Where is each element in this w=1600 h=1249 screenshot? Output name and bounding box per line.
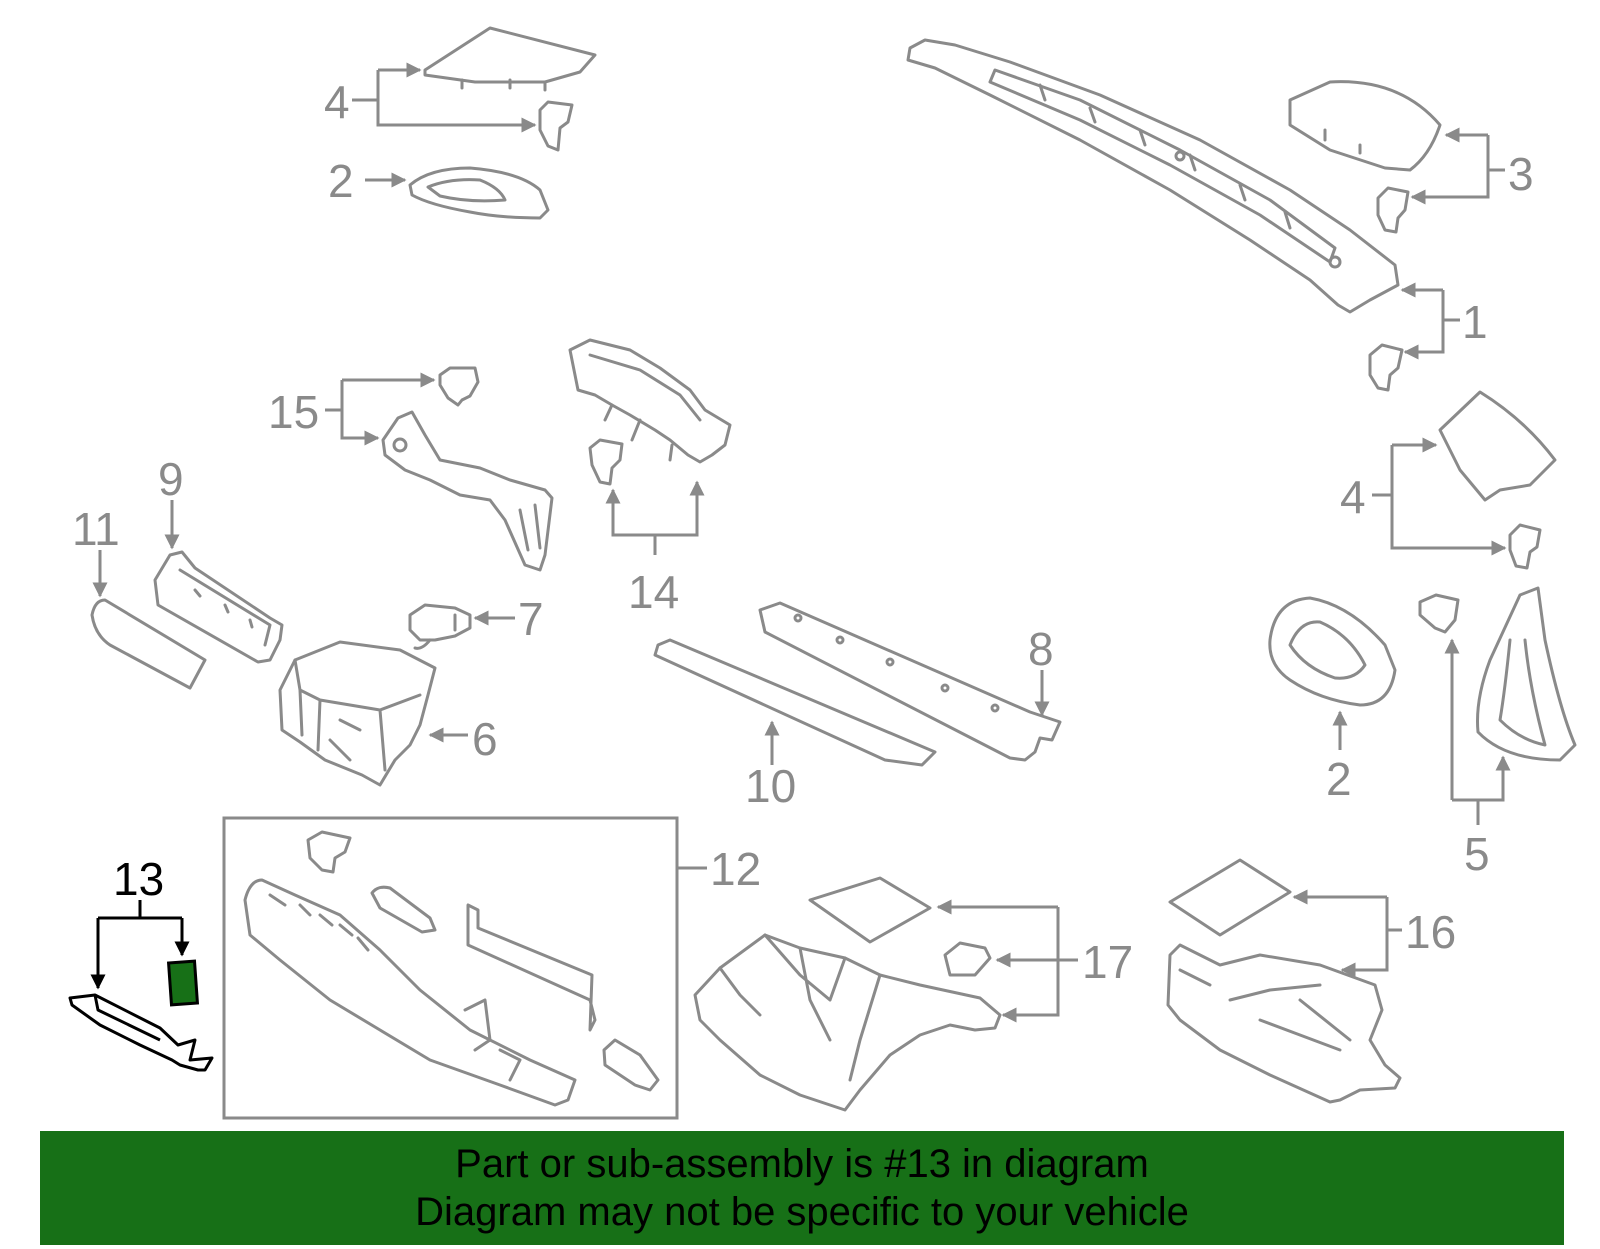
part-15-clip [438, 366, 480, 407]
leader-16 [1292, 889, 1402, 978]
label-10: 10 [745, 760, 796, 812]
label-16: 16 [1405, 906, 1456, 958]
label-17: 17 [1082, 936, 1133, 988]
part-1-clip [1368, 343, 1404, 392]
info-banner: Part or sub-assembly is #13 in diagram D… [40, 1131, 1564, 1245]
label-12: 12 [710, 843, 761, 895]
part-13-label-tag [166, 959, 200, 1007]
leader-13 [90, 900, 190, 990]
part-17-shield [693, 933, 1002, 1112]
label-5: 5 [1464, 828, 1490, 880]
part-2-side-vent [1268, 596, 1397, 707]
label-8: 8 [1028, 623, 1054, 675]
part-12-group-box [222, 816, 679, 1120]
leader-4-top [352, 62, 537, 133]
label-13: 13 [113, 853, 164, 905]
leader-15 [325, 372, 436, 446]
label-9: 9 [158, 453, 184, 505]
leader-3 [1410, 127, 1505, 205]
part-16-shield [1166, 943, 1402, 1104]
part-1-dash-rail [906, 38, 1400, 314]
part-16-pad [1168, 858, 1292, 937]
part-5-clip [1418, 593, 1460, 634]
label-4-right: 4 [1340, 471, 1366, 523]
part-5-pillar-trim [1476, 586, 1577, 762]
part-11-panel [90, 598, 207, 690]
part-9-trim [153, 550, 284, 664]
part-15-bracket [381, 410, 554, 572]
part-4-upper-cover [423, 26, 597, 92]
part-10-sill-trim [653, 638, 937, 767]
label-6: 6 [472, 713, 498, 765]
leader-4-right [1372, 437, 1507, 556]
label-7: 7 [518, 593, 544, 645]
label-2-right: 2 [1326, 753, 1352, 805]
label-1: 1 [1462, 296, 1488, 348]
leader-5 [1444, 638, 1511, 825]
banner-line-2: Diagram may not be specific to your vehi… [415, 1190, 1189, 1234]
part-4-right-cover [1438, 390, 1557, 502]
part-14-bracket [568, 338, 732, 464]
banner-line-1: Part or sub-assembly is #13 in diagram [455, 1142, 1149, 1186]
label-4-top: 4 [324, 76, 350, 128]
leader-17 [936, 899, 1078, 1023]
part-13-reinforcement [68, 993, 214, 1072]
label-15: 15 [268, 386, 319, 438]
part-8-sill-plate [758, 601, 1062, 762]
part-2-upper-vent [408, 166, 550, 220]
label-2-top: 2 [328, 155, 354, 207]
part-7-switch [408, 603, 472, 650]
part-3-clip [1376, 186, 1410, 234]
part-3-cover [1288, 80, 1442, 172]
part-6-glovebox [278, 640, 437, 787]
part-4-right-clip [1508, 523, 1542, 570]
part-17-clip [943, 941, 992, 977]
leader-1 [1400, 282, 1460, 360]
label-11: 11 [72, 503, 120, 555]
label-14: 14 [628, 566, 679, 618]
part-14-clip [588, 438, 624, 486]
part-17-pad [808, 876, 932, 944]
leader-14 [605, 480, 705, 555]
part-4-clip [538, 100, 574, 152]
label-3: 3 [1508, 148, 1534, 200]
